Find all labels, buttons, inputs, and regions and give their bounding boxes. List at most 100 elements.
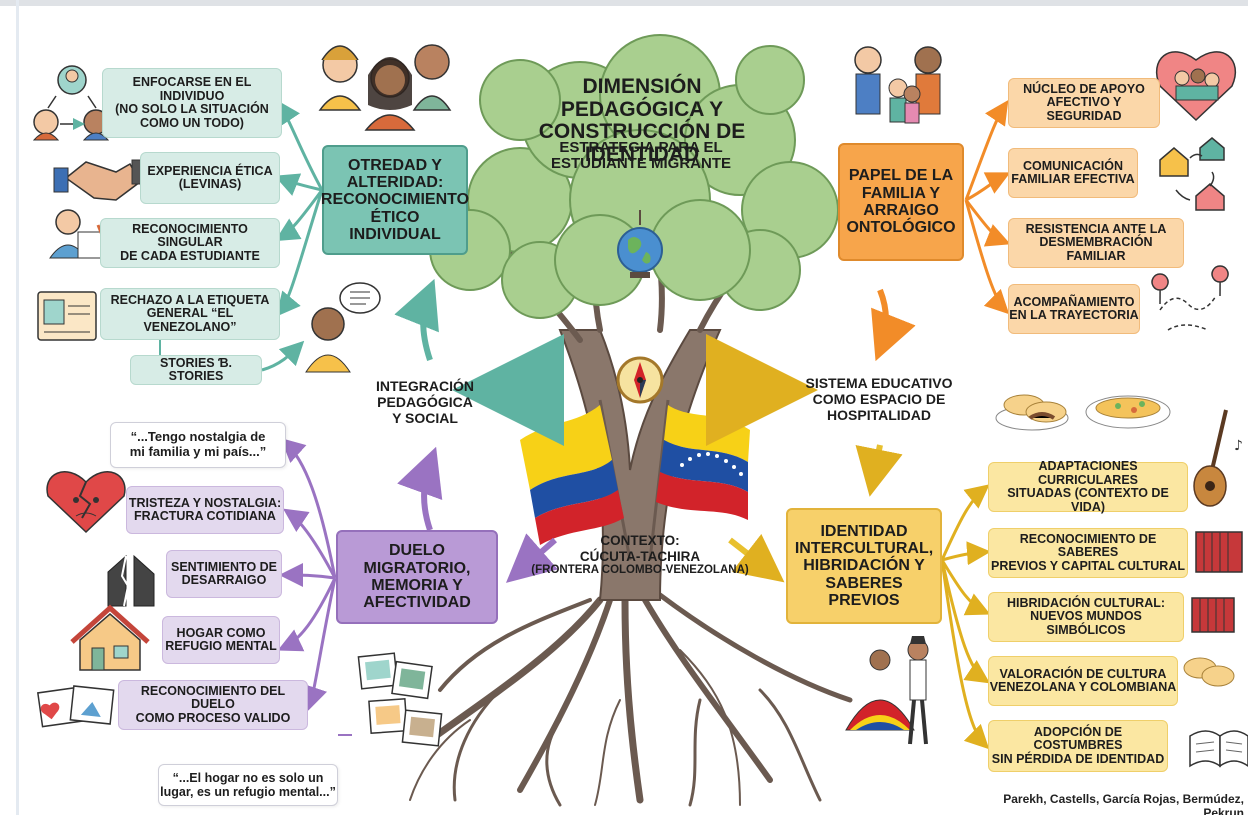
arepas-icon: [995, 394, 1069, 431]
identidad-item-5-line-2: SIN PÉRDIDA DE IDENTIDAD: [991, 751, 1165, 766]
identidad-item-1-line-1: ADAPTACIONES CURRICULARES: [1038, 459, 1138, 487]
tree-roots: [409, 592, 853, 807]
arepa-small-icon: [1183, 657, 1235, 687]
integration-line-3: Y SOCIAL: [392, 409, 458, 426]
otredad-hub-line-2: ALTERIDAD:: [346, 174, 444, 192]
integration-line-1: INTEGRACIÓN: [376, 378, 474, 395]
otredad-item-1-line-2: (NO SOLO LA SITUACIÓN: [115, 102, 269, 116]
identidad-hub-line-1: IDENTIDAD: [820, 522, 908, 540]
diagram-title: DIMENSIÓN PEDAGÓGICA Y CONSTRUCCIÓN DE I…: [510, 75, 774, 167]
familia-hub-line-1: PAPEL DE LA: [848, 167, 954, 185]
duelo-hub-line-2: MEMORIA Y: [371, 577, 463, 594]
left-border-rule: [16, 0, 19, 815]
otredad-item-4-line-1: RECHAZO A LA ETIQUETA: [110, 292, 270, 307]
identidad-item-5-line-1: ADOPCIÓN DE COSTUMBRES: [1033, 724, 1123, 753]
duelo-item-2-line-2: DESARRAIGO: [181, 573, 267, 587]
familia-item-4: ACOMPAÑAMIENTO EN LA TRAYECTORIA: [1008, 284, 1140, 334]
otredad-item-2: EXPERIENCIA ÉTICA (LEVINAS): [140, 152, 280, 204]
speech-bubble-icon: [305, 282, 381, 373]
family-icon: [854, 46, 942, 124]
broken-heart-icon: [46, 471, 126, 534]
otredad-item-1-line-3: COMO UN TODO): [140, 115, 244, 130]
otredad-item-1: ENFOCARSE EN EL INDIVIDUO (NO SOLO LA SI…: [102, 68, 282, 138]
arrow-down-yellow: [855, 444, 903, 497]
familia-item-1-line-2: AFECTIVO Y SEGURIDAD: [1046, 95, 1122, 123]
duelo-quote-bottom-line-1: “...El hogar no es solo un: [172, 770, 324, 785]
identidad-item-1-line-2: SITUADAS (CONTEXTO DE VIDA): [1007, 486, 1169, 514]
duelo-item-3: HOGAR COMO REFUGIO MENTAL: [162, 616, 280, 664]
familia-hub-line-4: ONTOLÓGICO: [846, 219, 956, 237]
title-line-2: CONSTRUCCIÓN DE IDENTIDAD: [538, 120, 746, 167]
duelo-hub: DUELO MIGRATORIO, MEMORIA Y AFECTIVIDAD: [336, 530, 498, 624]
identidad-hub-line-4: SABERES PREVIOS: [825, 574, 903, 609]
context-line-1: CONTEXTO:: [600, 533, 680, 549]
accordion-icon-1: [1195, 531, 1243, 573]
otredad-item-1-line-1: ENFOCARSE EN EL INDIVIDUO: [132, 75, 252, 103]
subtitle-line-1: ESTRATEGIA PARA EL: [559, 139, 723, 156]
otredad-item-4: RECHAZO A LA ETIQUETA GENERAL “EL VENEZO…: [100, 288, 280, 340]
system-line-2: COMO ESPACIO DE: [812, 391, 946, 408]
houses-icon: [1159, 137, 1225, 211]
soup-icon: [1085, 395, 1171, 429]
teal-connectors: [274, 100, 324, 317]
map-route-icon: [1151, 265, 1229, 331]
duelo-item-4: RECONOCIMIENTO DEL DUELO COMO PROCESO VA…: [118, 680, 308, 730]
identidad-hub: IDENTIDAD INTERCULTURAL, HIBRIDACIÓN Y S…: [786, 508, 942, 624]
heart-family-icon: [1155, 51, 1237, 122]
duelo-quote-top-line-1: “...Tengo nostalgia de: [130, 429, 266, 445]
familia-item-4-line-1: ACOMPAÑAMIENTO: [1013, 294, 1135, 309]
arrow-to-duelo: [505, 533, 558, 583]
identidad-item-3: HIBRIDACIÓN CULTURAL: NUEVOS MUNDOS SIMB…: [988, 592, 1184, 642]
svg-text:♪: ♪: [1234, 438, 1243, 454]
identidad-item-2-line-1: RECONOCIMIENTO DE SABERES: [1019, 531, 1157, 560]
people-icon: [318, 44, 452, 131]
credits-text: Parekh, Castells, García Rojas, Bermúdez…: [1003, 792, 1244, 815]
duelo-item-1-line-1: TRISTEZA Y NOSTALGIA:: [128, 495, 282, 510]
duelo-quote-bottom-line-2: lugar, es un refugio mental...”: [160, 785, 336, 799]
integration-line-2: PEDAGÓGICA: [377, 394, 473, 411]
otredad-item-3-line-2: DE CADA ESTUDIANTE: [120, 248, 260, 263]
arrow-to-identidad: [728, 533, 785, 583]
identidad-item-2: RECONOCIMIENTO DE SABERES PREVIOS Y CAPI…: [988, 528, 1188, 578]
purple-connectors: [277, 437, 337, 711]
otredad-item-3: RECONOCIMIENTO SINGULAR DE CADA ESTUDIAN…: [100, 218, 280, 268]
duelo-item-1-line-2: FRACTURA COTIDIANA: [134, 509, 276, 523]
system-line-3: HOSPITALIDAD: [827, 406, 931, 423]
photos-icon-left: [36, 685, 115, 728]
otredad-item-2-line-1: EXPERIENCIA ÉTICA: [147, 163, 273, 178]
otredad-hub-line-4: ÉTICO INDIVIDUAL: [349, 208, 441, 243]
identidad-hub-line-3: HIBRIDACIÓN Y: [803, 557, 925, 575]
arrow-up-purple: [397, 446, 443, 531]
handshake-icon: [53, 159, 147, 201]
guitar-icon: ♪: [1193, 409, 1243, 507]
globe-icon: [617, 210, 663, 278]
familia-hub-line-3: ARRAIGO: [863, 202, 939, 219]
otredad-hub-line-3: RECONOCIMIENTO: [320, 191, 470, 209]
dancers-icon: [845, 636, 929, 745]
familia-item-2-line-1: COMUNICACIÓN: [1023, 158, 1123, 173]
photos-icon-right: [357, 652, 443, 747]
identidad-item-2-line-2: PREVIOS Y CAPITAL CULTURAL: [990, 558, 1185, 573]
stories-arrow: [261, 340, 305, 372]
integration-label: INTEGRACIÓN PEDAGÓGICA Y SOCIAL: [360, 368, 490, 438]
identidad-item-3-line-1: HIBRIDACIÓN CULTURAL:: [1006, 595, 1166, 610]
duelo-quote-bottom: “...El hogar no es solo un lugar, es un …: [158, 764, 338, 806]
duelo-item-2-line-1: SENTIMIENTO DE: [170, 559, 278, 574]
duelo-quote-top: “...Tengo nostalgia de mi familia y mi p…: [110, 422, 286, 468]
otredad-hub: OTREDAD Y ALTERIDAD: RECONOCIMIENTO ÉTIC…: [320, 145, 470, 255]
context-line-3: (FRONTERA COLOMBO-VENEZOLANA): [531, 563, 749, 576]
otredad-item-5-line-1: STORIES Ɓ. STORIES: [159, 355, 233, 383]
identidad-hub-line-2: INTERCULTURAL,: [794, 540, 934, 558]
familia-item-3-line-2: DESMEMBRACIÓN FAMILIAR: [1039, 235, 1153, 263]
orange-connectors: [964, 100, 1011, 315]
duelo-item-3-line-1: HOGAR COMO: [176, 625, 266, 640]
familia-item-3: RESISTENCIA ANTE LA DESMEMBRACIÓN FAMILI…: [1008, 218, 1184, 268]
system-label: SISTEMA EDUCATIVO COMO ESPACIO DE HOSPIT…: [796, 365, 962, 435]
colombia-flag: [520, 399, 632, 561]
familia-hub-line-2: FAMILIA Y: [861, 184, 941, 202]
otredad-item-4-line-2: GENERAL “EL VENEZOLANO”: [143, 306, 237, 334]
duelo-item-4-line-1: RECONOCIMIENTO DEL DUELO: [140, 683, 286, 712]
people-cycle-icon: [32, 65, 110, 141]
